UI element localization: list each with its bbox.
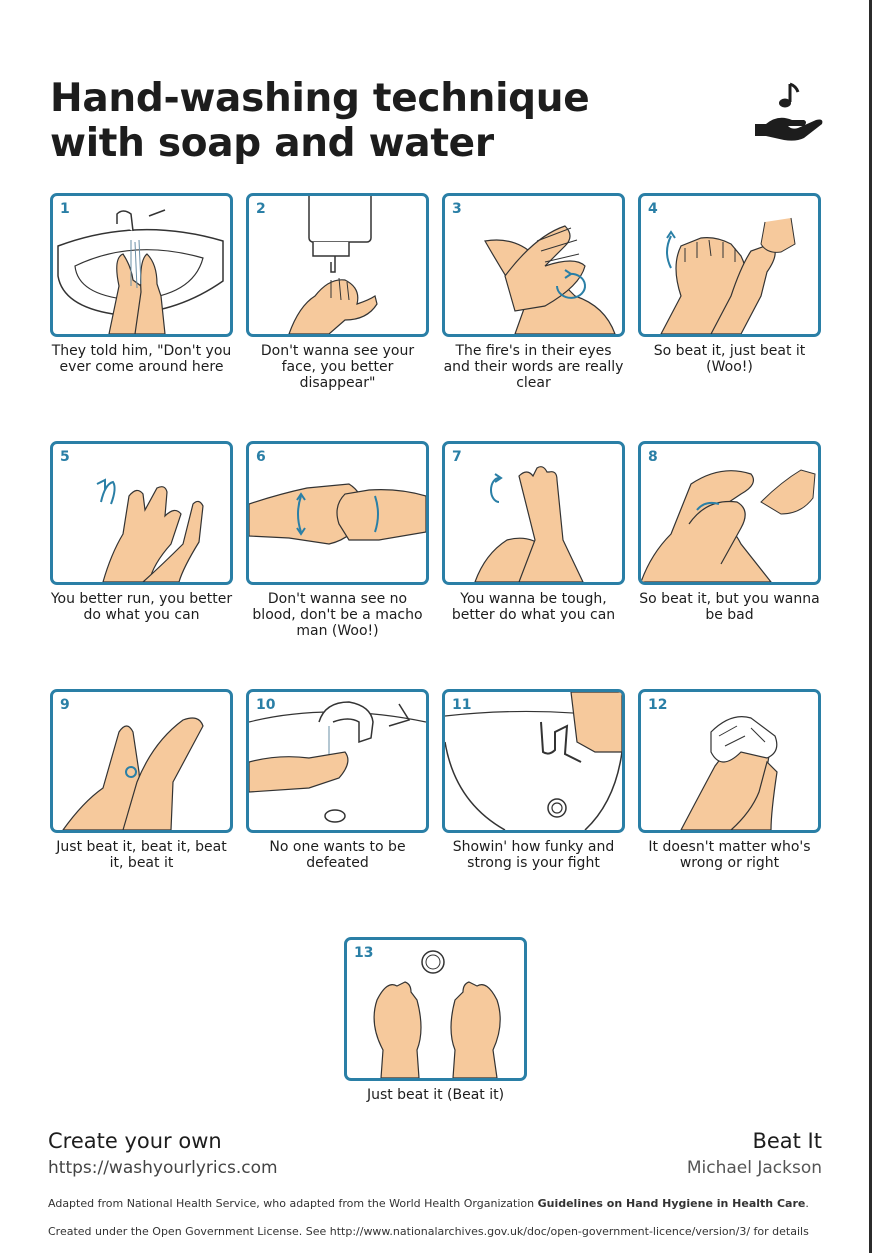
interlace-fingers-illustration: [660, 217, 796, 334]
step-number: 12: [648, 697, 668, 713]
step-number: 11: [452, 697, 472, 713]
step-caption: You wanna be tough, better do what you c…: [451, 591, 616, 623]
step-7-illustration: 7: [442, 441, 625, 585]
step-3: 3 The fire's in their eyes and their wor…: [442, 193, 625, 391]
step-caption: Showin' how funky and strong is your fig…: [452, 839, 615, 871]
soap-dispenser-illustration: [288, 196, 378, 334]
step-5-illustration: 5: [50, 441, 233, 585]
step-caption: It doesn't matter who's wrong or right: [648, 839, 811, 871]
artist-name: Michael Jackson: [686, 1158, 822, 1178]
title-line-2: with soap and water: [50, 121, 494, 166]
create-your-own-label: Create your own: [48, 1129, 222, 1153]
step-number: 6: [256, 449, 266, 465]
rub-palms-illustration: [484, 225, 616, 334]
step-caption: The fire's in their eyes and their words…: [443, 343, 624, 391]
step-number: 13: [354, 945, 374, 961]
step-9: 9 Just beat it, beat it, beat it, beat i…: [50, 689, 233, 871]
clap-hands-illustration: [62, 717, 204, 830]
step-caption: Just beat it, beat it, beat it, beat it: [56, 839, 227, 871]
step-13-illustration: 13: [344, 937, 527, 1081]
step-10-illustration: 10: [246, 689, 429, 833]
clean-hands-illustration: [373, 950, 501, 1078]
step-9-illustration: 9: [50, 689, 233, 833]
rotational-thumb-rubbing-illustration: [249, 483, 426, 545]
step-caption: Don't wanna see your face, you better di…: [260, 343, 415, 391]
page-edge-border: [869, 0, 872, 1253]
step-13: 13 Just beat it (Beat it): [344, 937, 527, 1103]
title-line-1: Hand-washing technique: [50, 76, 590, 121]
credit-suffix: .: [805, 1197, 809, 1210]
backs-of-fingers-illustration: [96, 478, 204, 582]
step-caption: So beat it, but you wanna be bad: [639, 591, 820, 623]
step-8-illustration: 8: [638, 441, 821, 585]
step-1: 1 They told him, "Don't you ever come ar…: [50, 193, 233, 375]
step-12: 12 It doesn't matter who's wrong or righ…: [638, 689, 821, 871]
step-number: 9: [60, 697, 70, 713]
step-11: 11 Showin' how funky and strong is your …: [442, 689, 625, 871]
step-number: 7: [452, 449, 462, 465]
dry-with-towel-illustration: [680, 716, 778, 830]
rinse-hands-under-tap-illustration: [249, 701, 426, 823]
step-6: 6 Don't wanna see no blood, don't be a m…: [246, 441, 429, 639]
step-number: 5: [60, 449, 70, 465]
rinse-wrists-illustration: [641, 469, 816, 582]
step-caption: They told him, "Don't you ever come arou…: [51, 343, 232, 375]
step-caption: Don't wanna see no blood, don't be a mac…: [252, 591, 423, 639]
step-11-illustration: 11: [442, 689, 625, 833]
step-8: 8 So beat it, but you wanna be bad: [638, 441, 821, 623]
fingertips-in-palm-illustration: [474, 466, 584, 582]
step-number: 10: [256, 697, 276, 713]
step-2-illustration: 2: [246, 193, 429, 337]
step-3-illustration: 3: [442, 193, 625, 337]
step-4-illustration: 4: [638, 193, 821, 337]
credit-guidelines-title: Guidelines on Hand Hygiene in Health Car…: [537, 1197, 806, 1210]
website-link[interactable]: https://washyourlyrics.com: [48, 1158, 278, 1178]
credit-line: Adapted from National Health Service, wh…: [48, 1197, 828, 1210]
page-title: Hand-washing technique with soap and wat…: [50, 76, 590, 166]
step-number: 8: [648, 449, 658, 465]
step-caption: You better run, you better do what you c…: [50, 591, 233, 623]
step-2: 2 Don't wanna see your face, you better …: [246, 193, 429, 391]
step-4: 4 So beat it, just beat it (Woo!): [638, 193, 821, 375]
step-7: 7 You wanna be tough, better do what you…: [442, 441, 625, 623]
step-number: 1: [60, 201, 70, 217]
step-5: 5 You better run, you better do what you…: [50, 441, 233, 623]
step-caption: Just beat it (Beat it): [366, 1087, 505, 1103]
step-6-illustration: 6: [246, 441, 429, 585]
step-caption: So beat it, just beat it (Woo!): [653, 343, 806, 375]
song-title: Beat It: [752, 1129, 822, 1153]
step-12-illustration: 12: [638, 689, 821, 833]
license-line: Created under the Open Government Licens…: [48, 1225, 809, 1238]
turn-off-tap-illustration: [445, 692, 622, 830]
step-caption: No one wants to be defeated: [269, 839, 406, 871]
step-number: 3: [452, 201, 462, 217]
wet-hands-under-tap-illustration: [57, 209, 224, 334]
credit-prefix: Adapted from National Health Service, wh…: [48, 1197, 538, 1210]
step-1-illustration: 1: [50, 193, 233, 337]
step-number: 2: [256, 201, 266, 217]
hand-with-music-note-icon: [755, 82, 823, 141]
step-10: 10 No one wants to be defeated: [246, 689, 429, 871]
step-number: 4: [648, 201, 658, 217]
